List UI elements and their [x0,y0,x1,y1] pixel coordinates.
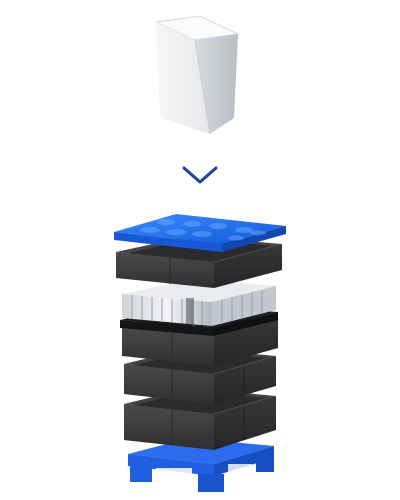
blue-pallet [128,438,274,492]
blue-lid [114,214,286,252]
chevron-down-icon [182,166,218,184]
box-image [154,15,240,135]
battery-cells [122,280,276,326]
